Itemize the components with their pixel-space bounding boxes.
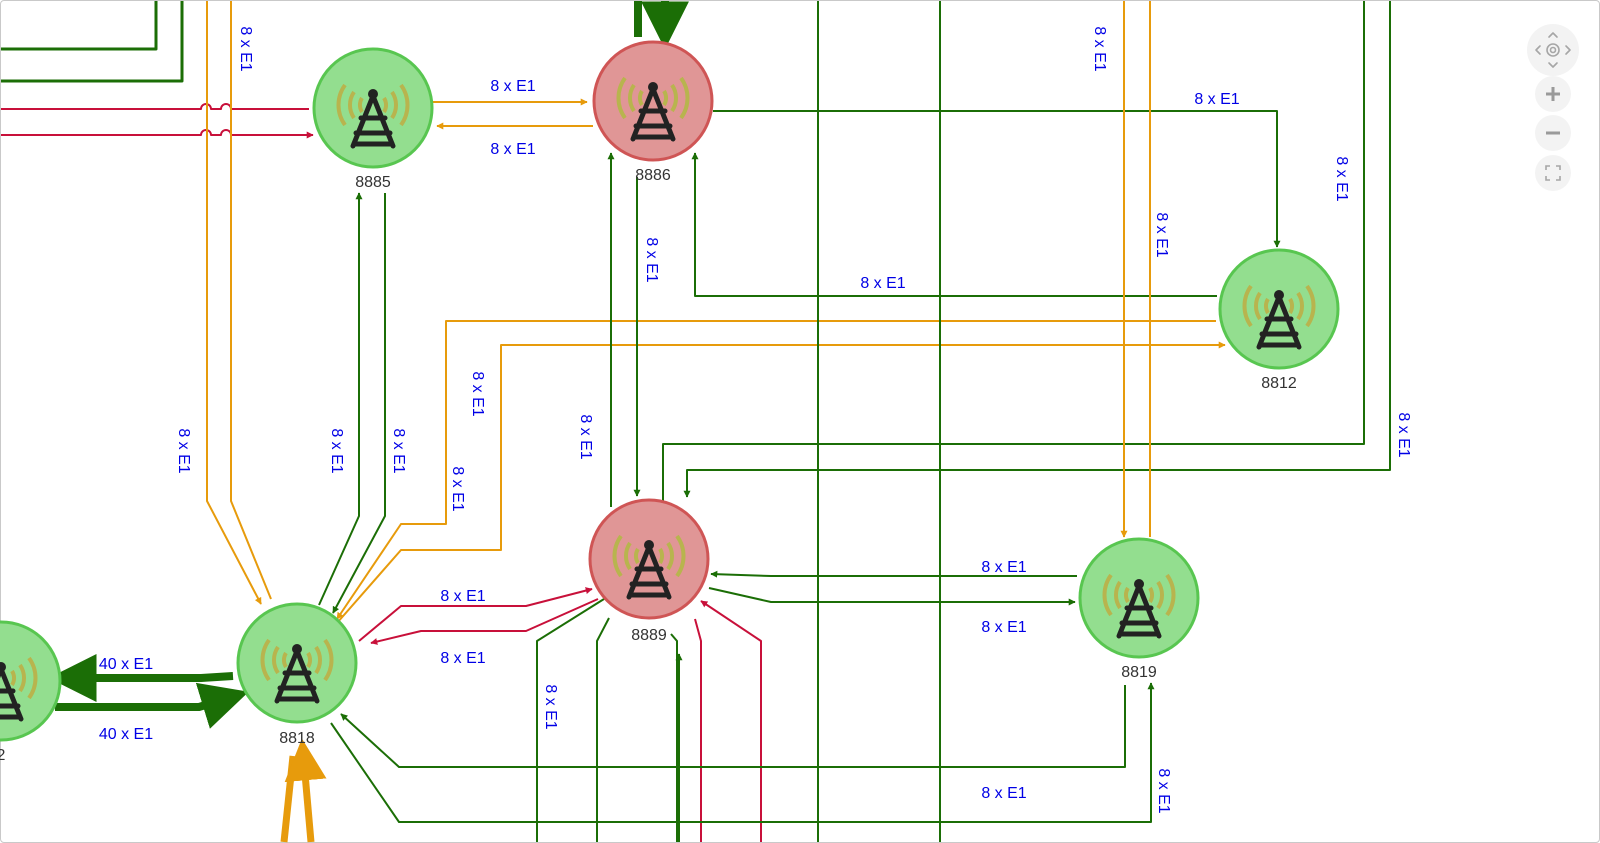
node-8886[interactable]: 8886 <box>592 40 714 184</box>
link-capacity-label: 8 x E1 <box>390 428 407 473</box>
link-capacity-label: 8 x E1 <box>1333 156 1350 201</box>
node-circle <box>588 498 710 620</box>
node-8885[interactable]: 8885 <box>312 47 434 191</box>
node-label: 2 <box>0 747 6 764</box>
node-8889[interactable]: 8889 <box>588 498 710 644</box>
link-capacity-label: 40 x E1 <box>99 656 153 673</box>
signal-waves-icon <box>612 534 686 578</box>
antenna-tower-icon <box>630 82 676 142</box>
zoom-out-button[interactable] <box>1535 115 1571 151</box>
fit-screen-icon <box>1545 165 1561 181</box>
link-labels: 8 x E1 8 x E1 8 x E1 8 x E1 8 x E1 8 x E1 8 x … <box>99 26 1412 813</box>
links <box>1 1 1391 843</box>
node-8819[interactable]: 8819 <box>1078 537 1200 681</box>
link-capacity-label: 8 x E1 <box>440 650 485 667</box>
fit-view-button[interactable] <box>1535 155 1571 191</box>
antenna-tower-icon <box>1116 579 1162 639</box>
zoom-in-button[interactable] <box>1535 76 1571 112</box>
node-circle <box>236 602 358 724</box>
plus-icon <box>1546 87 1560 101</box>
minus-icon <box>1546 131 1560 135</box>
link-capacity-label: 8 x E1 <box>449 466 466 511</box>
link-capacity-label: 8 x E1 <box>542 684 559 729</box>
node-label: 8818 <box>279 730 315 747</box>
signal-waves-icon <box>1102 573 1176 617</box>
node-circle <box>312 47 434 169</box>
link-capacity-label: 40 x E1 <box>99 726 153 743</box>
link-capacity-label: 8 x E1 <box>1155 768 1172 813</box>
pan-control[interactable] <box>1527 24 1579 76</box>
link-capacity-label: 8 x E1 <box>1091 26 1108 71</box>
link-capacity-label: 8 x E1 <box>860 275 905 292</box>
antenna-tower-icon <box>274 644 320 704</box>
link-capacity-label: 8 x E1 <box>981 559 1026 576</box>
node-circle <box>0 620 62 742</box>
node-circle <box>592 40 714 162</box>
link-capacity-label: 8 x E1 <box>643 237 660 282</box>
signal-waves-icon <box>336 83 410 127</box>
node-circle <box>1078 537 1200 659</box>
node-label: 8885 <box>355 174 391 191</box>
link-capacity-label: 8 x E1 <box>1153 212 1170 257</box>
node-label: 8812 <box>1261 375 1297 392</box>
signal-waves-icon <box>260 638 334 682</box>
link-capacity-label: 8 x E1 <box>328 428 345 473</box>
signal-waves-icon <box>10 656 38 700</box>
link-capacity-label: 8 x E1 <box>175 428 192 473</box>
antenna-tower-icon <box>626 540 672 600</box>
node-8812[interactable]: 8812 <box>1218 248 1340 392</box>
node-label: 8886 <box>635 167 671 184</box>
link-capacity-label: 8 x E1 <box>440 588 485 605</box>
link-capacity-label: 8 x E1 <box>237 26 254 71</box>
signal-waves-icon <box>616 76 690 120</box>
node-8818[interactable]: 8818 <box>236 602 358 747</box>
pan-arrows-icon <box>1535 32 1571 68</box>
link-capacity-label: 8 x E1 <box>490 141 535 158</box>
link-capacity-label: 8 x E1 <box>981 619 1026 636</box>
node-label: 8889 <box>631 627 667 644</box>
node-label: 8819 <box>1121 664 1157 681</box>
nodes: 8885 8886 8812 8889 8819 8818 2 <box>0 40 1340 764</box>
signal-waves-icon <box>1242 284 1316 328</box>
node-edge-left[interactable]: 2 <box>0 620 62 764</box>
link-capacity-label: 8 x E1 <box>981 785 1026 802</box>
antenna-tower-icon <box>0 662 24 722</box>
link-capacity-label: 8 x E1 <box>577 414 594 459</box>
node-circle <box>1218 248 1340 370</box>
antenna-tower-icon <box>350 89 396 149</box>
link-capacity-label: 8 x E1 <box>490 78 535 95</box>
antenna-tower-icon <box>1256 290 1302 350</box>
link-capacity-label: 8 x E1 <box>469 371 486 416</box>
link-capacity-label: 8 x E1 <box>1395 412 1412 457</box>
link-capacity-label: 8 x E1 <box>1194 91 1239 108</box>
